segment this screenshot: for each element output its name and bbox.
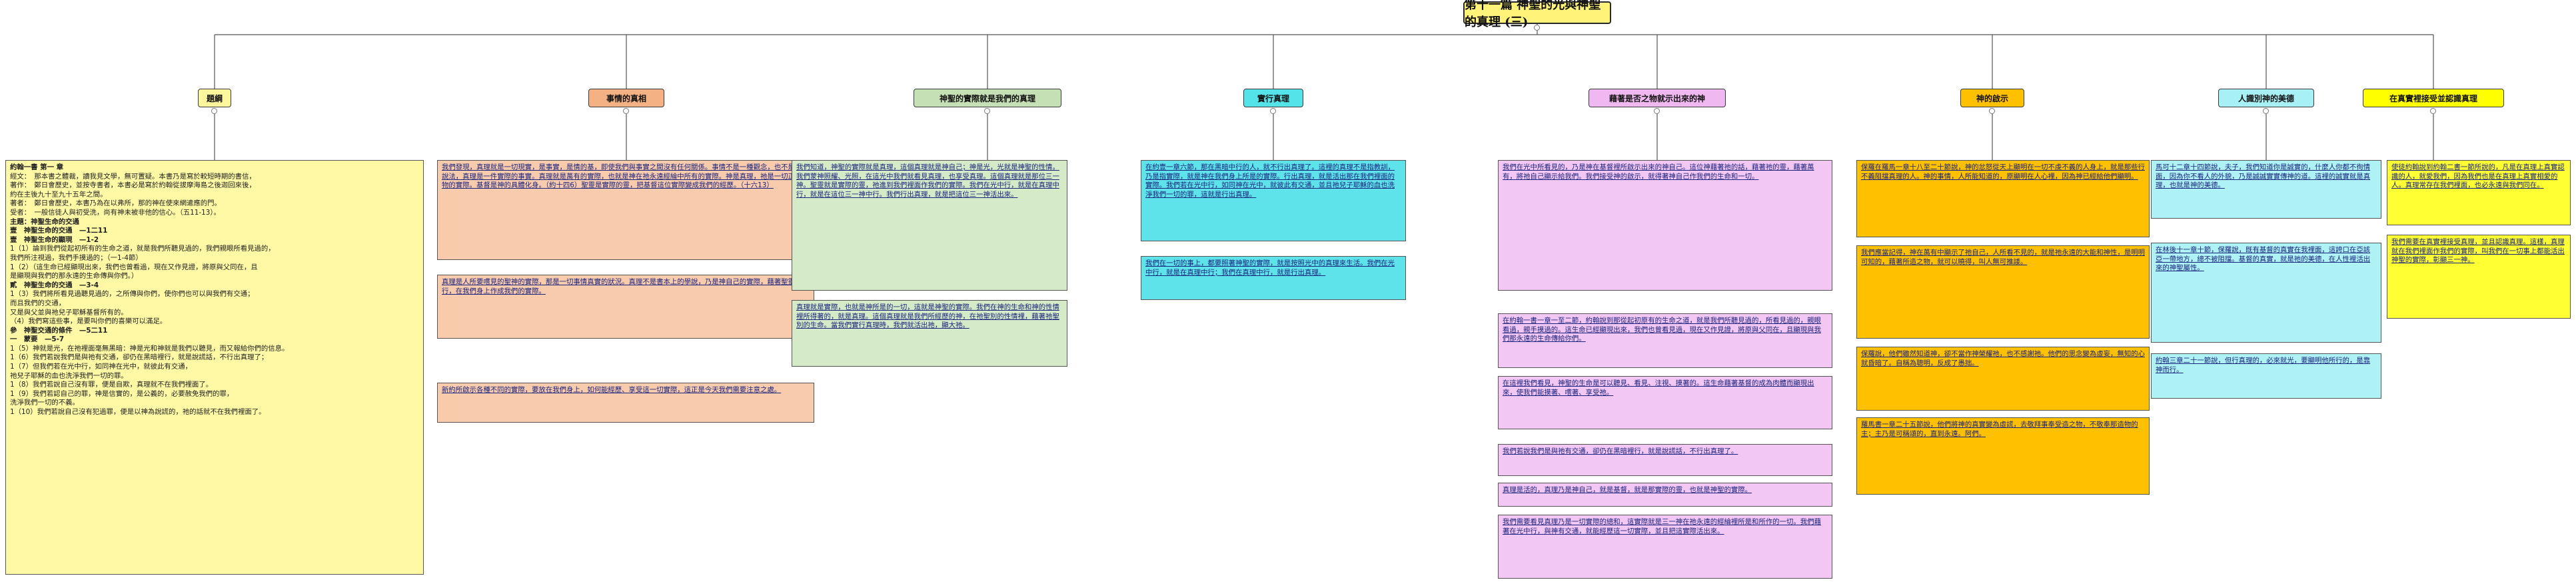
outline-line: 貳 神聖生命的交通 —3-4 [10, 281, 99, 289]
facts-note-3: 新約所啟示各種不同的實際，要放在我們身上，如何能經歷、享受這一切實際，這正是今天… [437, 383, 814, 423]
reality-note-2: 真理就是實際，也就是神所是的一切，這就是神聖的實際。我們在神的生命和神的性情裡所… [792, 300, 1067, 367]
outline-line: （4）我們寫這些事，是要叫你們的喜樂可以滿足。 [10, 317, 167, 326]
revelation-note-4: 羅馬書一章二十五節說，他們將神的真實變為虛謊，去敬拜事奉受造之物，不敬奉那造物的… [1856, 417, 2150, 495]
virtue-note-2: 在林後十一章十節，保羅說，既有基督的真實在我裡面，這誇口在亞該亞一帶地方，總不被… [2151, 243, 2381, 343]
revelation-note-2: 我們應當記得，神在萬有中顯示了祂自己，人所看不見的，就是祂永遠的大能和神性，是明… [1856, 245, 2150, 339]
root-topic[interactable]: 第十一篇 神聖的光與神聖的真理 (三) [1463, 0, 1611, 29]
outline-line: 1（1）論到我們從起初所有的生命之道，就是我們所聽見過的，我們親眼所看見過的， [10, 245, 275, 253]
real-truth-note-2: 我們需要在真實裡接受真理，並且認識真理。這樣，真理就在我們裡面作我們的實際，叫我… [2387, 235, 2571, 319]
collapse-toggle-icon[interactable] [211, 108, 217, 114]
outline-line: 受者： 一般信徒人與初受洗，尚有神未被非他的信心。（五11-13）。 [10, 208, 221, 217]
outline-line: 1（10）我們若說自己沒有犯過罪，便是以神為說謊的，祂的話就不在我們裡面了。 [10, 408, 266, 417]
outline-line: 1（8）我們若說自己沒有罪，便是自欺，真理就不在我們裡面了。 [10, 381, 213, 389]
outline-line: 著者： 鄭日會歷史，本書乃為在以弗所，那的神在使來網遣應的門。 [10, 199, 221, 208]
branch-god-revealed[interactable]: 藉著是否之物就示出來的神 [1589, 89, 1726, 107]
god-note-2: 在約翰一書一章一至二節，約翰說到那從起初原有的生命之道，就是我們所聽見過的，所看… [1498, 313, 1832, 368]
collapse-toggle-icon[interactable] [1989, 108, 1995, 114]
outline-line: 參 神聖交通的條件 —5二11 [10, 326, 108, 335]
god-note-1: 我們在光中所看見的，乃是神在基督裡所啟示出來的神自己。這位神藉著祂的話，藉著祂的… [1498, 160, 1832, 291]
outline-line: 約在主後九十至九十五年之間。 [10, 190, 107, 199]
outline-line: 1（7）但我們若在光中行，如同神在光中，就彼此有交通， [10, 363, 192, 371]
outline-line: 1（2）（這生命已經顯現出來，我們也曾看過，現在又作見證，將原與父同在，且 [10, 263, 258, 271]
collapse-toggle-icon[interactable] [623, 108, 629, 114]
outline-line: 壹 神聖生命的交通 —1二11 [10, 227, 108, 235]
revelation-note-1: 保羅在羅馬一章十八至二十節說，神的忿怒從天上顯明在一切不虔不義的人身上，就是那些… [1856, 160, 2150, 237]
branch-gods-revelation[interactable]: 神的啟示 [1960, 89, 2024, 107]
facts-note-2: 真理是人所要嚐見的聖神的實際，那是一切事情真實的狀況。真理不是書本上的學說，乃是… [437, 275, 814, 339]
outline-line: 是顯現與我們的那永遠的生命傳與你們。） [10, 272, 139, 281]
collapse-toggle-icon[interactable] [1270, 108, 1276, 114]
outline-line: 而且我們的交通， [10, 299, 66, 307]
branch-outline[interactable]: 題綱 [198, 89, 231, 107]
practice-note-1: 在約壹一章六節，那在黑暗中行的人，就不行出真理了。這裡的真理不是指教訓，乃是指實… [1141, 160, 1406, 241]
outline-line: 1（5）神就是光，在祂裡面毫無黑暗：神是光和神就是我們以聽見，而又報給你們的信息… [10, 344, 289, 353]
branch-the-facts[interactable]: 事情的真相 [588, 89, 664, 107]
branch-virtue[interactable]: 人識別神的美德 [2218, 89, 2314, 107]
reality-note-1: 我們知道，神聖的實際就是真理，這個真理就是神自己；神是光，光就是神聖的性情。我們… [792, 160, 1067, 291]
god-note-3: 在這裡我們看見，神聖的生命是可以聽見、看見、注視、摸著的。這生命藉著基督的成為肉… [1498, 376, 1832, 429]
outline-line: 1（6）我們若說我們是與祂有交通，卻仍在黑暗裡行，就是說謊話，不行出真理了； [10, 353, 269, 362]
outline-line: 一 蒙要 —5-7 [10, 335, 65, 344]
collapse-toggle-icon[interactable] [1654, 108, 1660, 114]
god-note-4: 我們若說我們是與祂有交通，卻仍在黑暗裡行，就是說謊話，不行出真理了。 [1498, 444, 1832, 476]
virtue-note-3: 約翰三章二十一節說，但行真理的，必來就光，要顯明他所行的，是靠神而行。 [2151, 353, 2381, 399]
outline-line: 洗淨我們一切的不義。 [10, 399, 79, 407]
god-note-6: 我們需要看見真理乃是一切實際的總和，這實際就是三一神在祂永遠的經綸裡所是和所作的… [1498, 515, 1832, 579]
collapse-toggle-icon[interactable] [984, 108, 990, 114]
collapse-toggle-icon[interactable] [2263, 108, 2269, 114]
practice-note-2: 我們在一切的事上，都要照著神聖的實際，就是按照光中的真理來生活。我們在光中行，就… [1141, 256, 1406, 300]
outline-line: 經文： 那本書之體裁，讀我見文學，無可置疑。本書乃是寫於較短時期的書信， [10, 172, 256, 181]
collapse-toggle-icon[interactable] [1534, 25, 1540, 31]
collapse-toggle-icon[interactable] [2430, 108, 2436, 114]
branch-divine-reality[interactable]: 神聖的實際就是我們的真理 [914, 89, 1061, 107]
branch-real-truth[interactable]: 在真實裡接受並認識真理 [2363, 89, 2504, 107]
outline-line: 壹 神聖生命的顯現 —1-2 [10, 235, 99, 244]
outline-line: 著作： 鄭日會歷史，並按寺書者，本書必是寫於約翰從拔摩海島之後迦回來後， [10, 181, 256, 190]
outline-line: 1（9）我們若認自己的罪，神是信實的，是公義的，必要赦免我們的罪， [10, 389, 234, 398]
virtue-note-1: 馬可十二章十四節說，夫子，我們知道你是誠實的，什麼人你都不徇情面，因為你不看人的… [2151, 160, 2381, 219]
outline-line: 祂兒子耶穌的血也洗淨我們一切的罪。 [10, 371, 128, 380]
branch-practice-truth[interactable]: 實行真理 [1243, 89, 1303, 107]
facts-note-1: 我們發現，真理就是一切現實，是事實，是情的基，即使我們與事實之間沒有任何關係。事… [437, 160, 814, 260]
root-title: 第十一篇 神聖的光與神聖的真理 (三) [1465, 0, 1601, 29]
revelation-note-3: 保羅說，他們雖然知道神，卻不當作神榮耀祂，也不感謝祂。他們的思念變為虛妄，無知的… [1856, 347, 2150, 411]
god-note-5: 真理是活的，真理乃是神自己，就是基督，就是那實際的靈，也就是神聖的實際。 [1498, 483, 1832, 507]
outline-line: 主題：神聖生命的交通 [10, 217, 79, 226]
outline-line: 我們所注視過，我們手摸過的；（一1-4節） [10, 253, 143, 262]
outline-lines: 經文： 那本書之體裁，讀我見文學，無可置疑。本書乃是寫於較短時期的書信，著作： … [10, 173, 419, 417]
outline-line: 1（3）我們將所看見過聽見過的，之所傳與你們，使你們也可以與我們有交通； [10, 290, 255, 299]
outline-title: 約翰一書 第一 章 [10, 163, 63, 171]
outline-line: 又是與父並與祂兒子耶穌基督所有的。 [10, 308, 128, 317]
outline-note: 約翰一書 第一 章 經文： 那本書之體裁，讀我見文學，無可置疑。本書乃是寫於較短… [5, 160, 424, 575]
real-truth-note-1: 使徒約翰說到約翰二書一節所說的，凡是在真理上真實認識的人，就愛我們，因為我們也是… [2387, 160, 2571, 225]
